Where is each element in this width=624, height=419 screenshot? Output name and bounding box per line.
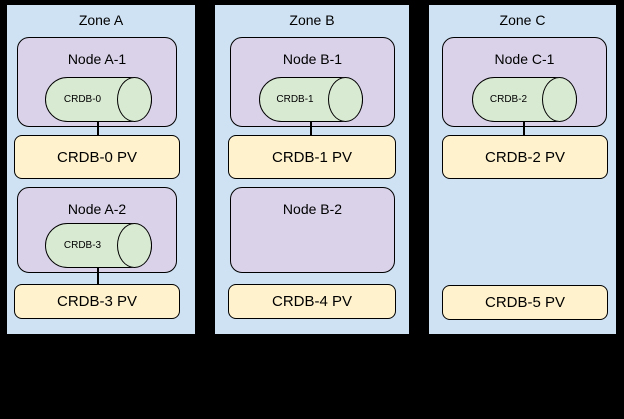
cylinder-crdb-1-label: CRDB-1 [276, 94, 314, 105]
pv-crdb-3-label: CRDB-3 PV [56, 293, 138, 310]
cylinder-crdb-0-label: CRDB-0 [63, 94, 102, 105]
connector-crdb-1-to-pv [310, 122, 312, 136]
cylinder-crdb-3-label: CRDB-3 [63, 240, 102, 251]
cylinder-end-cap [117, 223, 152, 268]
pv-crdb-0-label: CRDB-0 PV [56, 148, 138, 166]
connector-crdb-0-to-pv [97, 122, 99, 136]
connector-crdb-3-to-pv [97, 268, 99, 285]
cylinder-end-cap [328, 77, 363, 122]
connector-crdb-2-to-pv [523, 122, 525, 136]
cylinder-crdb-3: CRDB-3 [45, 223, 152, 268]
pv-crdb-2-label: CRDB-2 PV [484, 148, 566, 166]
pv-crdb-0-box: CRDB-0 PV [14, 135, 180, 179]
cylinder-end-cap [542, 77, 577, 122]
pv-crdb-1-box: CRDB-1 PV [228, 135, 396, 179]
node-a-1-label: Node A-1 [67, 51, 127, 67]
pv-crdb-4-box: CRDB-4 PV [228, 284, 396, 319]
cylinder-crdb-0: CRDB-0 [45, 77, 152, 122]
pv-crdb-5-box: CRDB-5 PV [442, 285, 608, 320]
node-b-2-label: Node B-2 [282, 201, 343, 217]
cylinder-crdb-2-label: CRDB-2 [489, 94, 528, 105]
node-a-2-label: Node A-2 [67, 201, 127, 217]
zone-a-title: Zone A [78, 12, 124, 28]
cylinder-crdb-1: CRDB-1 [259, 77, 363, 122]
pv-crdb-5-label: CRDB-5 PV [484, 294, 566, 311]
node-c-1-label: Node C-1 [494, 51, 555, 67]
pv-crdb-1-label: CRDB-1 PV [271, 148, 353, 166]
zone-b-box: Zone B Node B-1 CRDB-1 CRDB-1 PV Node B-… [213, 3, 411, 336]
pv-crdb-2-box: CRDB-2 PV [442, 135, 608, 179]
zone-c-box: Zone C Node C-1 CRDB-2 CRDB-2 PV CRDB-5 … [427, 3, 618, 336]
pv-crdb-3-box: CRDB-3 PV [14, 284, 180, 319]
zone-a-box: Zone A Node A-1 CRDB-0 CRDB-0 PV Node A-… [5, 3, 197, 336]
pv-crdb-4-label: CRDB-4 PV [271, 293, 353, 310]
zone-c-title: Zone C [499, 12, 546, 28]
zone-b-title: Zone B [289, 12, 335, 28]
cylinder-crdb-2: CRDB-2 [472, 77, 577, 122]
node-b-2-box: Node B-2 [230, 187, 395, 273]
cylinder-end-cap [117, 77, 152, 122]
node-b-1-label: Node B-1 [282, 51, 343, 67]
